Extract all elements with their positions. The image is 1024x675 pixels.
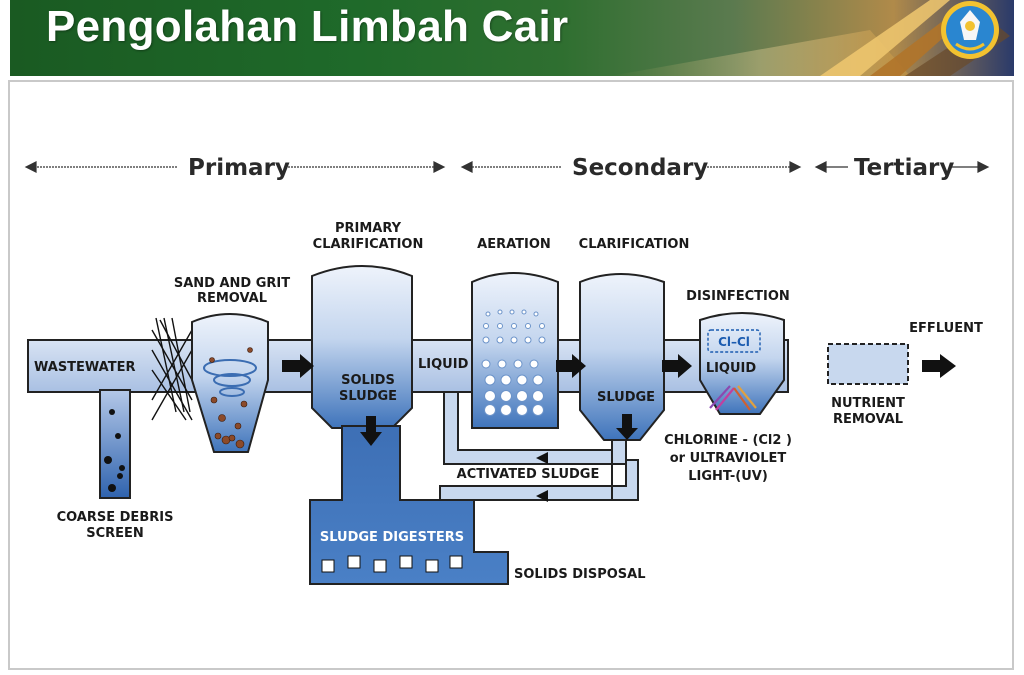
emblem-logo-icon [941,1,999,59]
uv-rays-icon [709,385,757,411]
stage-tertiary-label: Tertiary [854,155,954,181]
solids-label: SOLIDS [341,373,395,388]
uv-light-label: LIGHT-(UV) [688,469,768,484]
aeration-label: AERATION [477,237,551,252]
chlorine-molecule-box [707,329,761,353]
nutrient-removal-label: REMOVAL [833,412,903,427]
wastewater-label: WASTEWATER [34,360,136,375]
stage-arrow-primary [24,161,446,173]
sludge-label-secondary: SLUDGE [597,390,655,405]
activated-sludge-loop-lower [439,459,639,501]
stage-arrow-secondary [460,161,802,173]
effluent-label: EFFLUENT [909,321,983,336]
screen-label: SCREEN [86,526,144,541]
disinfection-tank [699,312,785,415]
screen-mesh [151,317,193,421]
clarification-label: CLARIFICATION [579,237,690,252]
sludge-digester-pipe [309,425,509,585]
nutrient-label: NUTRIENT [831,396,905,411]
primary-clar-label-2: CLARIFICATION [313,237,424,252]
coarse-debris-label: COARSE DEBRIS [57,510,174,525]
ultraviolet-label: or ULTRAVIOLET [670,451,787,466]
removal-label: REMOVAL [197,291,267,306]
vortex-icon [203,359,257,397]
primary-clar-label-1: PRIMARY [335,221,402,236]
liquid-label-2: LIQUID [706,361,757,376]
activated-sludge-loop-upper [443,391,627,465]
solids-disposal-label: SOLIDS DISPOSAL [514,567,646,582]
debris-particles [104,409,125,492]
secondary-clarifier-tank [579,273,665,441]
sludge-digesters-label: SLUDGE DIGESTERS [320,530,464,545]
sand-grit-tank [191,313,269,453]
page-title: Pengolahan Limbah Cair [46,2,569,51]
activated-sludge-label: ACTIVATED SLUDGE [457,467,600,482]
flow-arrows [282,354,956,502]
sand-grit-label: SAND AND GRIT [174,276,290,291]
air-bubbles [481,309,546,416]
chlorine-formula-label: Cl–Cl [718,335,750,349]
grit-particles [209,347,253,449]
aeration-tank [471,272,559,429]
coarse-debris-pipe [99,389,131,499]
stage-secondary-label: Secondary [572,155,708,181]
chlorine-label: CHLORINE - (Cl2 ) [664,433,792,448]
stage-arrow-tertiary [814,161,990,173]
nutrient-removal-box [827,343,909,385]
header-banner: Pengolahan Limbah Cair [10,0,1014,76]
disinfection-label: DISINFECTION [686,289,790,304]
digester-heater-icons [321,555,463,573]
liquid-label-1: LIQUID [418,357,469,372]
sludge-label-primary: SLUDGE [339,389,397,404]
stage-primary-label: Primary [188,155,290,181]
